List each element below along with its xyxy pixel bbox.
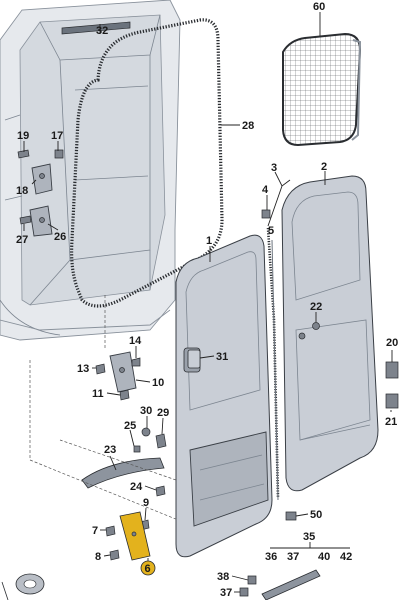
callout-29: 29 [157, 407, 169, 419]
door-seal [70, 18, 224, 308]
callout-42: 42 [340, 551, 352, 563]
callout-32: 32 [96, 25, 108, 37]
callout-4: 4 [262, 184, 269, 196]
callout-24: 24 [130, 481, 143, 493]
callout-22: 22 [310, 301, 322, 313]
tape-roll [1, 573, 45, 600]
callout-11: 11 [92, 388, 104, 400]
callout-27: 27 [16, 234, 28, 246]
callout-1: 1 [206, 235, 212, 247]
left-door [175, 234, 273, 558]
callout-labels: 32 60 28 19 17 18 27 26 3 2 4 5 1 22 20 … [16, 1, 398, 599]
callout-36: 36 [265, 551, 277, 563]
callout-5: 5 [268, 225, 274, 237]
callout-17: 17 [51, 130, 63, 142]
callout-50: 50 [310, 509, 322, 521]
callout-10: 10 [152, 377, 164, 389]
hinge-lower-body [29, 205, 53, 237]
callout-31: 31 [216, 351, 228, 363]
check-strap [81, 457, 165, 489]
callout-30: 30 [140, 405, 152, 417]
callout-37b: 37 [220, 587, 232, 599]
door-hinge-upper [109, 351, 137, 393]
callout-28: 28 [242, 120, 254, 132]
leader-lines [23, 12, 393, 593]
window-grille [282, 32, 362, 147]
callout-21: 21 [385, 416, 397, 428]
callout-18: 18 [16, 185, 28, 197]
right-door [281, 175, 379, 492]
callout-20: 20 [386, 337, 398, 349]
callout-3: 3 [271, 162, 277, 174]
callout-37: 37 [287, 551, 299, 563]
callout-2: 2 [321, 161, 327, 173]
callout-6: 6 [145, 563, 151, 575]
callout-8: 8 [95, 551, 101, 563]
callout-26: 26 [54, 231, 66, 243]
callout-19: 19 [17, 130, 29, 142]
hinge-upper-body [31, 163, 53, 195]
callout-35: 35 [303, 531, 315, 543]
callout-7: 7 [92, 525, 98, 537]
callout-60: 60 [313, 1, 325, 13]
callout-40: 40 [318, 551, 330, 563]
callout-6-badge: 6 [140, 560, 156, 576]
callout-38: 38 [217, 571, 229, 583]
callout-23: 23 [104, 444, 116, 456]
callout-13: 13 [77, 363, 89, 375]
van-body [0, 0, 181, 341]
bottom-trim [261, 569, 321, 600]
callout-14: 14 [129, 335, 142, 347]
callout-25: 25 [124, 420, 136, 432]
construction-lines [29, 295, 179, 521]
callout-9: 9 [143, 497, 149, 509]
